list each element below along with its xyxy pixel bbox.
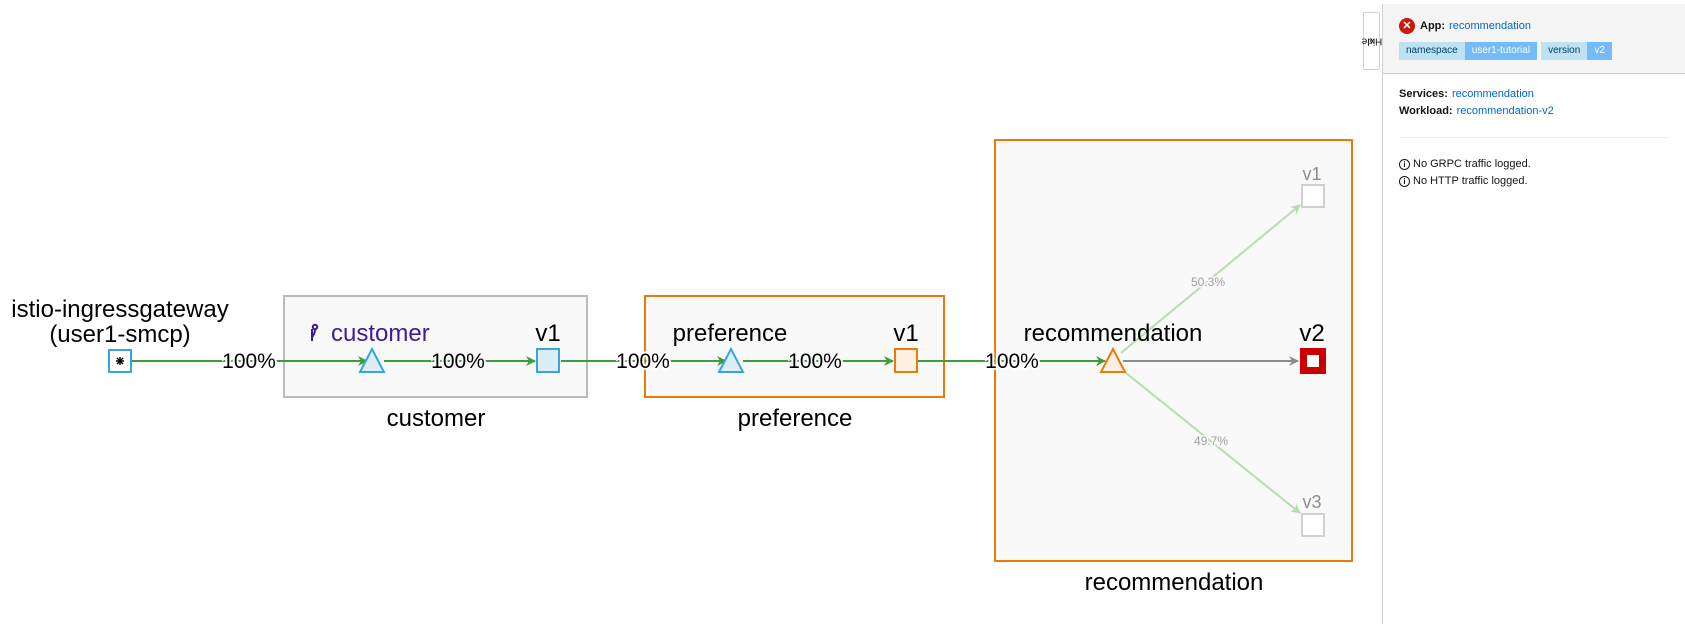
services-row: Services:recommendation bbox=[1399, 88, 1669, 100]
services-link[interactable]: recommendation bbox=[1451, 88, 1534, 100]
app-label: App: bbox=[1420, 20, 1446, 32]
box-recommendation[interactable] bbox=[994, 139, 1353, 562]
ingress-name: istio-ingressgateway bbox=[11, 296, 228, 323]
preference-service-node[interactable] bbox=[717, 346, 745, 373]
recommendation-v3-node[interactable] bbox=[1301, 513, 1325, 537]
preference-v1-node[interactable] bbox=[894, 348, 918, 373]
label-key: namespace bbox=[1399, 42, 1465, 60]
services-label: Services: bbox=[1399, 88, 1448, 100]
label-version: version v2 bbox=[1541, 42, 1612, 60]
edge-label: 100% bbox=[788, 350, 842, 373]
preference-v1-label: v1 bbox=[893, 320, 918, 347]
edge-recommendation-v1[interactable] bbox=[1120, 204, 1301, 354]
info-icon: i bbox=[1399, 159, 1410, 170]
box-preference[interactable] bbox=[644, 295, 945, 398]
service-graph[interactable]: 100% 100% 100% 100% 100% 50.3% 49.7% ist… bbox=[0, 0, 1380, 624]
workload-link[interactable]: recommendation-v2 bbox=[1456, 105, 1554, 117]
ingress-icon bbox=[116, 357, 124, 365]
label-key: version bbox=[1541, 42, 1588, 60]
edge-recommendation-v3[interactable] bbox=[1120, 368, 1301, 514]
panel-body: Services:recommendation Workload:recomme… bbox=[1383, 74, 1685, 187]
http-text: No HTTP traffic logged. bbox=[1413, 175, 1528, 187]
ingress-namespace: (user1-smcp) bbox=[49, 321, 190, 348]
panel-header: ✕ App: recommendation namespace user1-tu… bbox=[1383, 4, 1685, 74]
label-namespace: namespace user1-tutorial bbox=[1399, 42, 1538, 60]
box-customer-label: customer bbox=[387, 405, 486, 432]
recommendation-v2-label: v2 bbox=[1299, 320, 1324, 347]
box-customer[interactable] bbox=[283, 295, 588, 398]
edge-label: 100% bbox=[616, 350, 670, 373]
workload-label: Workload: bbox=[1399, 105, 1453, 117]
recommendation-v1-label: v1 bbox=[1302, 164, 1321, 184]
grpc-text: No GRPC traffic logged. bbox=[1413, 158, 1531, 170]
preference-service-label: preference bbox=[673, 320, 788, 347]
hide-text: Hide bbox=[1361, 35, 1382, 47]
error-icon: ✕ bbox=[1399, 18, 1415, 34]
customer-v1-label: v1 bbox=[535, 320, 560, 347]
label-value: v2 bbox=[1587, 42, 1612, 60]
edge-label: 100% bbox=[222, 350, 276, 373]
recommendation-v2-node[interactable] bbox=[1300, 348, 1326, 374]
recommendation-v3-label: v3 bbox=[1302, 492, 1321, 512]
box-recommendation-label: recommendation bbox=[1085, 569, 1264, 596]
app-link[interactable]: recommendation bbox=[1449, 20, 1531, 32]
workload-row: Workload:recommendation-v2 bbox=[1399, 105, 1669, 117]
hide-panel-button[interactable]: » Hide bbox=[1361, 12, 1382, 70]
recommendation-service-node[interactable] bbox=[1099, 346, 1127, 373]
edge-label: 100% bbox=[985, 350, 1039, 373]
recommendation-v1-node[interactable] bbox=[1301, 184, 1325, 208]
virtual-service-icon bbox=[311, 323, 319, 341]
recommendation-service-label: recommendation bbox=[1024, 320, 1203, 347]
label-value: user1-tutorial bbox=[1464, 42, 1538, 60]
box-preference-label: preference bbox=[738, 405, 853, 432]
summary-panel: ✕ App: recommendation namespace user1-tu… bbox=[1382, 4, 1685, 624]
info-icon: i bbox=[1399, 176, 1410, 187]
customer-v1-node[interactable] bbox=[536, 348, 560, 373]
divider bbox=[1399, 137, 1669, 138]
edge-label: 50.3% bbox=[1191, 275, 1225, 289]
customer-service-node[interactable] bbox=[358, 346, 386, 373]
edge-label: 49.7% bbox=[1194, 434, 1228, 448]
ingress-gateway-node[interactable] bbox=[108, 349, 132, 373]
edge-label: 100% bbox=[431, 350, 485, 373]
customer-service-label: customer bbox=[331, 320, 430, 347]
label-list: namespace user1-tutorial version v2 bbox=[1399, 42, 1685, 60]
